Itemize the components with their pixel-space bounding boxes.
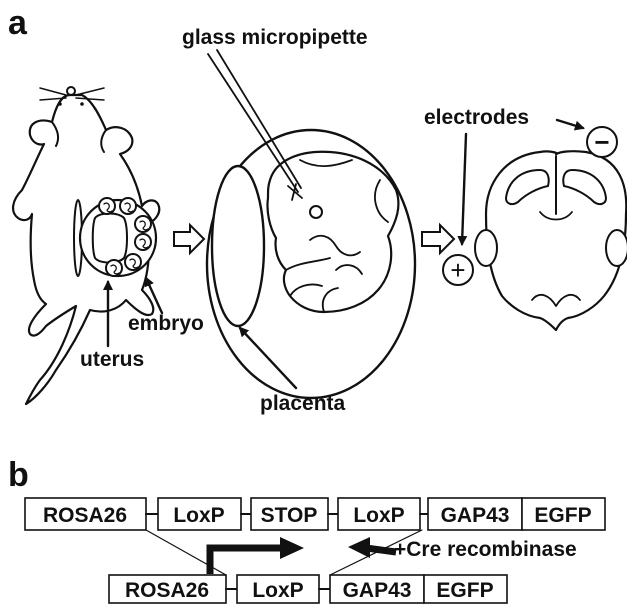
plus-symbol: +: [450, 255, 465, 285]
uterus-embryo-illustration: [207, 130, 415, 398]
top-loxp-2: LoxP: [353, 504, 404, 527]
embryo-label: embryo: [128, 312, 204, 335]
electrodes-label: electrodes: [424, 106, 529, 129]
pipette-label: glass micropipette: [182, 26, 368, 49]
panel-b-letter: b: [8, 456, 29, 494]
electrodes-arrow-plus: [462, 134, 466, 244]
panel-a-letter: a: [8, 4, 28, 42]
minus-symbol: −: [594, 127, 609, 157]
cre-arrow-line: [366, 548, 396, 552]
electrodes-arrow-minus: [557, 120, 583, 128]
cre-arrow-head: [348, 537, 370, 558]
placenta-shape: [212, 166, 264, 326]
bottom-egfp: EGFP: [436, 579, 493, 602]
top-egfp: EGFP: [534, 504, 591, 527]
connector-left: [146, 530, 226, 575]
process-arrow-1: [174, 225, 204, 253]
promoter-arrow-head: [280, 537, 304, 559]
top-construct: ROSA26 LoxP STOP LoxP GAP43 EGFP: [25, 498, 605, 530]
top-gap43: GAP43: [441, 504, 510, 527]
process-arrow-2: [422, 225, 454, 253]
cre-label: +Cre recombinase: [394, 538, 577, 561]
uterus-label: uterus: [80, 348, 144, 371]
brain-illustration: [475, 151, 627, 330]
bottom-gap43: GAP43: [343, 579, 412, 602]
bottom-loxp: LoxP: [252, 579, 303, 602]
bottom-rosa26: ROSA26: [125, 579, 209, 602]
bottom-construct: ROSA26 LoxP GAP43 EGFP: [109, 575, 507, 603]
top-loxp-1: LoxP: [173, 504, 224, 527]
top-stop: STOP: [261, 504, 318, 527]
promoter-arrow-line: [210, 548, 282, 574]
placenta-label: placenta: [260, 392, 346, 415]
top-rosa26: ROSA26: [43, 504, 127, 527]
